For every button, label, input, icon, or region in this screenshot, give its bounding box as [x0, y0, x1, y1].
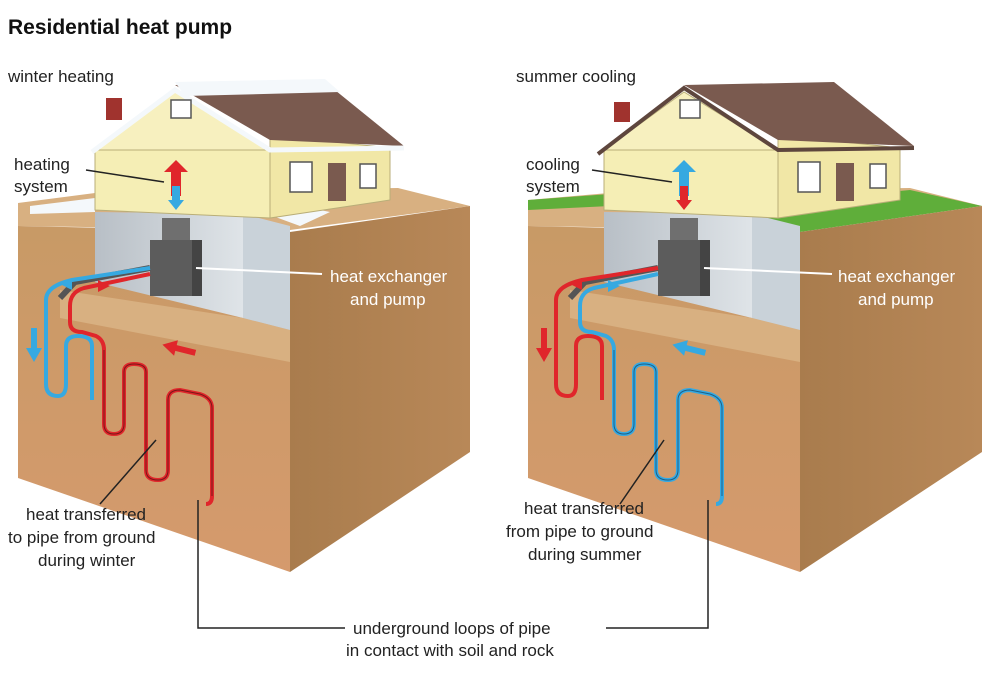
shared-label-2: in contact with soil and rock: [346, 641, 554, 660]
summer-leader-exchanger: [703, 267, 833, 275]
summer-exchanger-label-1: heat exchanger: [838, 267, 956, 286]
summer-leader-system: [591, 169, 673, 183]
winter-attic-window: [170, 99, 192, 119]
winter-window: [289, 161, 313, 193]
winter-roof-snow: [175, 79, 340, 96]
winter-pump-body: [150, 240, 200, 296]
winter-arrow-heat-up: [164, 160, 188, 196]
shared-leader-left: [197, 500, 345, 629]
winter-window-2: [359, 163, 377, 189]
winter-leader-transfer: [99, 439, 157, 505]
summer-arrow-pipe-in: [672, 340, 707, 356]
shared-leader-right: [606, 500, 709, 629]
winter-exchanger-label-1: heat exchanger: [330, 267, 448, 286]
summer-pipe-hot: [554, 266, 659, 400]
winter-system-label-2: system: [14, 177, 68, 196]
winter-roof: [175, 82, 404, 146]
winter-arrow-pipe-down: [26, 328, 42, 362]
winter-house-wall-front: [94, 149, 271, 219]
winter-snow-front: [30, 198, 95, 214]
summer-basement-floor: [570, 290, 800, 362]
winter-leader-exchanger: [195, 267, 323, 275]
summer-pipe-cold-outline: [613, 350, 723, 496]
summer-transfer-label-2: from pipe to ground: [506, 522, 653, 541]
winter-pipe-cold: [44, 266, 151, 400]
winter-panel: winter heating heating system heat excha…: [7, 67, 470, 572]
summer-roof: [684, 82, 914, 146]
summer-pump-body: [658, 240, 708, 296]
summer-house-wall-front: [603, 149, 779, 219]
winter-system-label-1: heating: [14, 155, 70, 174]
summer-door: [836, 163, 854, 201]
winter-transfer-label-1: heat transferred: [26, 505, 146, 524]
summer-chimney: [614, 102, 630, 122]
winter-leader-system: [85, 169, 165, 183]
winter-pipe-hot-outline: [103, 350, 213, 496]
summer-transfer-label-1: heat transferred: [524, 499, 644, 518]
summer-system-label-1: cooling: [526, 155, 580, 174]
summer-arrow-pipe-down: [536, 328, 552, 362]
summer-mode-label: summer cooling: [516, 67, 636, 86]
diagram-title: Residential heat pump: [8, 16, 232, 39]
winter-transfer-label-3: during winter: [38, 551, 136, 570]
winter-door: [328, 163, 346, 201]
summer-panel: summer cooling cooling system heat excha…: [506, 67, 982, 572]
winter-arrow-pipe-in: [162, 340, 197, 356]
summer-arrow-return-down: [676, 186, 692, 210]
summer-attic-window: [679, 99, 701, 119]
summer-soil-side: [800, 206, 982, 572]
summer-window-2: [869, 163, 887, 189]
winter-eave-snow: [90, 86, 405, 155]
winter-exchanger-label-2: and pump: [350, 290, 426, 309]
summer-arrow-small-out: [570, 278, 582, 290]
summer-exchanger-label-2: and pump: [858, 290, 934, 309]
winter-soil-side: [290, 206, 470, 572]
summer-arrow-cool-up: [672, 160, 696, 196]
summer-system-label-2: system: [526, 177, 580, 196]
summer-eave: [596, 85, 915, 156]
summer-window: [797, 161, 821, 193]
winter-mode-label: winter heating: [7, 67, 114, 86]
summer-arrow-small-in: [608, 280, 620, 292]
winter-arrow-small-in: [98, 280, 110, 292]
winter-arrow-small-out: [60, 278, 72, 290]
winter-chimney: [106, 98, 122, 120]
winter-basement-floor: [60, 290, 290, 362]
summer-transfer-label-3: during summer: [528, 545, 642, 564]
summer-leader-transfer: [619, 439, 665, 505]
winter-transfer-label-2: to pipe from ground: [8, 528, 155, 547]
winter-arrow-return-down: [168, 186, 184, 210]
summer-grass-front: [528, 194, 610, 210]
shared-label-1: underground loops of pipe: [353, 619, 551, 638]
